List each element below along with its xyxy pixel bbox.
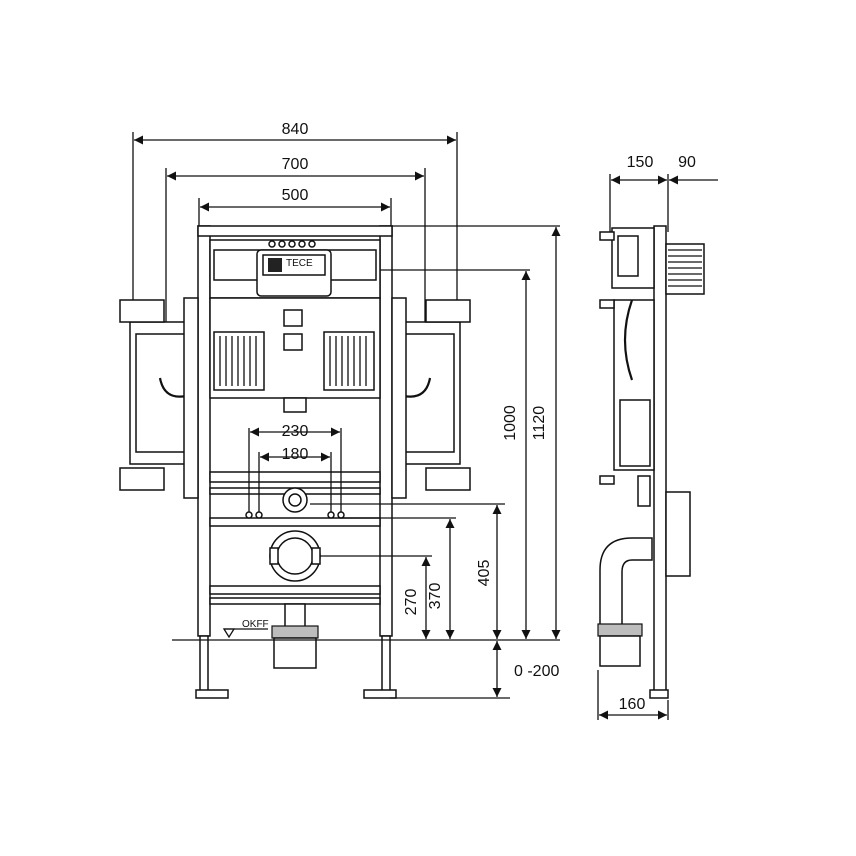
depth-160-label: 160 — [619, 696, 646, 713]
floor-label: OKFF — [242, 619, 269, 630]
height-1120-label: 1120 — [531, 406, 548, 441]
width-840-label: 840 — [282, 121, 309, 138]
depth-150-label: 150 — [627, 154, 654, 171]
height-dimensions — [310, 225, 561, 697]
width-700-label: 700 — [282, 156, 309, 173]
width-dimensions — [132, 132, 458, 325]
right-ribs — [323, 331, 375, 391]
bowl-spacing-dims — [248, 427, 342, 512]
height-405-label: 405 — [476, 560, 493, 587]
side-frame — [597, 225, 705, 699]
width-500-label: 500 — [282, 187, 309, 204]
brand-mark: TECE — [286, 258, 313, 269]
left-ribs — [213, 331, 265, 391]
spacing-230-label: 230 — [282, 423, 309, 440]
frame-body: TECE — [195, 225, 397, 699]
height-370-label: 370 — [427, 583, 444, 610]
spacing-180-label: 180 — [282, 446, 309, 463]
depth-90-label: 90 — [678, 154, 696, 171]
floor-symbol — [222, 628, 236, 639]
adjust-range-label: 0 -200 — [514, 663, 559, 680]
depth-dimensions — [609, 174, 718, 232]
side-view: 150 90 — [597, 154, 718, 720]
height-1000-label: 1000 — [502, 405, 519, 441]
height-270-label: 270 — [403, 589, 420, 616]
right-bracket — [391, 297, 471, 499]
pipe-depth-dim — [597, 670, 669, 720]
left-bracket — [119, 297, 199, 499]
front-view: 840 700 500 TECE — [119, 121, 561, 699]
